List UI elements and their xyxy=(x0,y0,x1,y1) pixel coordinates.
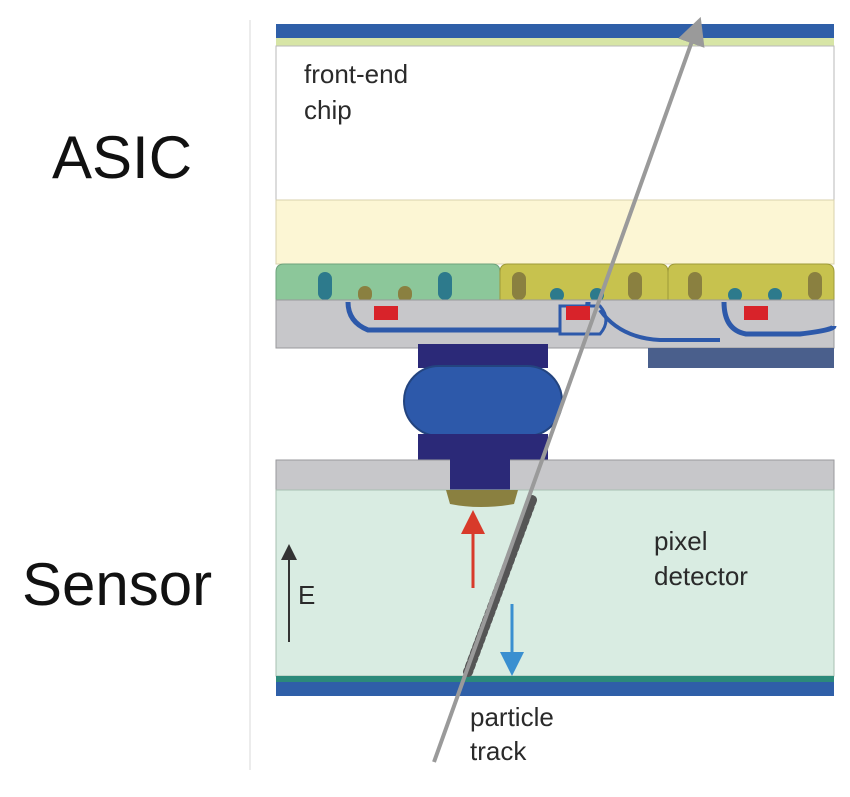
track-label-line2: track xyxy=(470,736,527,766)
sensor-label: Sensor xyxy=(22,551,213,618)
e-field-label: E xyxy=(298,580,315,610)
sensor-bulk xyxy=(275,489,835,677)
bump-upper-pad xyxy=(418,344,548,368)
particle-track xyxy=(432,16,705,763)
front-end-chip-body xyxy=(275,45,835,201)
detector-label-line2: detector xyxy=(654,561,748,591)
solder-ball xyxy=(403,365,563,437)
pad-right xyxy=(744,306,768,320)
oxide-layer xyxy=(275,199,835,265)
asic-backside-step xyxy=(648,348,834,368)
pad-left xyxy=(374,306,398,320)
sensor-bump-contact xyxy=(450,458,510,492)
track-label-line1: particle xyxy=(470,702,554,732)
asic-substrate xyxy=(275,299,835,349)
pixel-implant xyxy=(446,490,518,507)
backside-metal xyxy=(276,682,834,696)
bump-bond xyxy=(403,344,563,460)
sensor-stack xyxy=(275,458,835,696)
pad-middle xyxy=(566,306,590,320)
asic-label: ASIC xyxy=(52,124,193,191)
bump-lower-pad xyxy=(418,434,548,460)
chip-label-line2: chip xyxy=(304,95,352,125)
green-well xyxy=(275,263,501,301)
chip-label-line1: front-end xyxy=(304,59,408,89)
interconnect-right xyxy=(721,301,837,337)
top-passivation-layer xyxy=(276,38,834,46)
transistor-contacts xyxy=(318,272,822,302)
yellow-well-right xyxy=(667,263,835,301)
asic-stack xyxy=(275,24,837,368)
sensor-passivation xyxy=(275,459,835,491)
interconnect-bridge xyxy=(598,308,720,342)
detector-label-line1: pixel xyxy=(654,526,707,556)
top-metal-layer xyxy=(276,24,834,38)
backside-implant xyxy=(276,676,834,682)
ionisation-trail xyxy=(463,495,537,677)
